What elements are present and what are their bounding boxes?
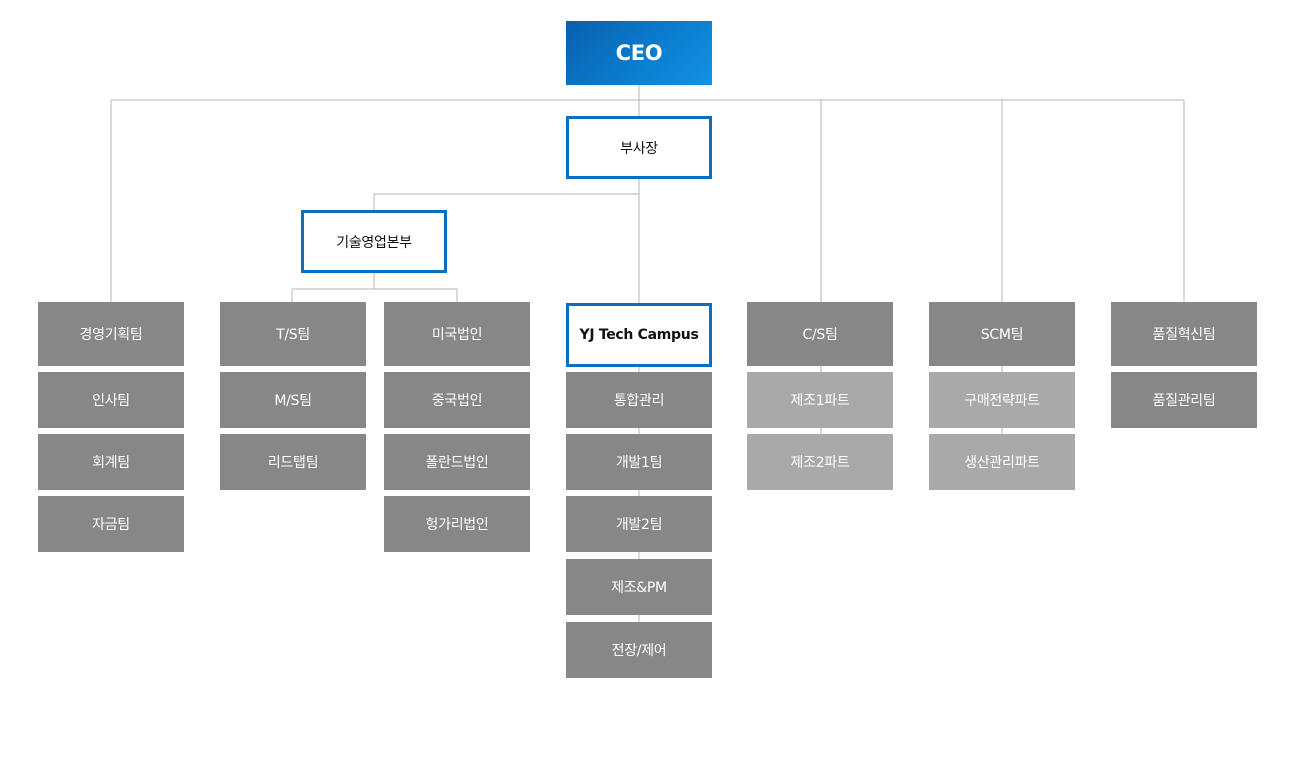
- vp-box: 부사장: [566, 116, 712, 179]
- ts-team-item: M/S팀: [220, 372, 366, 428]
- management-planning-head-label: 경영기획팀: [79, 327, 143, 343]
- overseas-item-label: 중국법인: [431, 393, 483, 409]
- management-planning-head: 경영기획팀: [38, 302, 184, 366]
- campus-item-label: 전장/제어: [611, 643, 667, 659]
- campus-item: 통합관리: [566, 372, 712, 428]
- campus-item-label: 제조&PM: [611, 580, 667, 596]
- scm-team-item: 구매전략파트: [929, 372, 1075, 428]
- overseas-item: 폴란드법인: [384, 434, 530, 490]
- campus-item: 제조&PM: [566, 559, 712, 615]
- management-planning-item-label: 회계팀: [92, 455, 130, 471]
- overseas-item: 중국법인: [384, 372, 530, 428]
- scm-team-item-label: 생산관리파트: [964, 455, 1040, 471]
- management-planning-item: 자금팀: [38, 496, 184, 552]
- overseas-item-label: 헝가리법인: [425, 517, 489, 533]
- management-planning-item: 인사팀: [38, 372, 184, 428]
- cs-team-item: 제조2파트: [747, 434, 893, 490]
- quality-item-label: 품질관리팀: [1152, 393, 1216, 409]
- scm-team-item-label: 구매전략파트: [964, 393, 1040, 409]
- quality-head-label: 품질혁신팀: [1152, 327, 1216, 343]
- ceo-label: CEO: [615, 41, 663, 65]
- quality-item: 품질관리팀: [1111, 372, 1257, 428]
- cs-team-head-label: C/S팀: [802, 327, 838, 343]
- overseas-item-label: 폴란드법인: [425, 455, 489, 471]
- ts-team-head-label: T/S팀: [276, 327, 310, 343]
- ts-team-head: T/S팀: [220, 302, 366, 366]
- campus-item: 개발1팀: [566, 434, 712, 490]
- overseas-item: 헝가리법인: [384, 496, 530, 552]
- cs-team-item-label: 제조2파트: [790, 455, 850, 471]
- management-planning-item-label: 자금팀: [92, 517, 130, 533]
- vp-label: 부사장: [620, 140, 658, 157]
- campus-item-label: 통합관리: [613, 393, 665, 409]
- scm-team-head-label: SCM팀: [980, 327, 1024, 343]
- ts-team-item-label: 리드탭팀: [267, 455, 319, 471]
- campus-head-label: YJ Tech Campus: [579, 327, 699, 343]
- cs-team-head: C/S팀: [747, 302, 893, 366]
- ts-team-item-label: M/S팀: [274, 393, 312, 409]
- scm-team-item: 생산관리파트: [929, 434, 1075, 490]
- quality-head: 품질혁신팀: [1111, 302, 1257, 366]
- overseas-head: 미국법인: [384, 302, 530, 366]
- management-planning-item-label: 인사팀: [92, 393, 130, 409]
- campus-item: 개발2팀: [566, 496, 712, 552]
- campus-item: 전장/제어: [566, 622, 712, 678]
- campus-item-label: 개발1팀: [615, 455, 663, 471]
- cs-team-item-label: 제조1파트: [790, 393, 850, 409]
- campus-item-label: 개발2팀: [615, 517, 663, 533]
- management-planning-item: 회계팀: [38, 434, 184, 490]
- campus-head: YJ Tech Campus: [566, 303, 712, 367]
- tech-sales-hq-box: 기술영업본부: [301, 210, 447, 273]
- tech-sales-hq-label: 기술영업본부: [336, 234, 412, 251]
- cs-team-item: 제조1파트: [747, 372, 893, 428]
- ts-team-item: 리드탭팀: [220, 434, 366, 490]
- overseas-head-label: 미국법인: [431, 327, 483, 343]
- scm-team-head: SCM팀: [929, 302, 1075, 366]
- ceo-box: CEO: [566, 21, 712, 85]
